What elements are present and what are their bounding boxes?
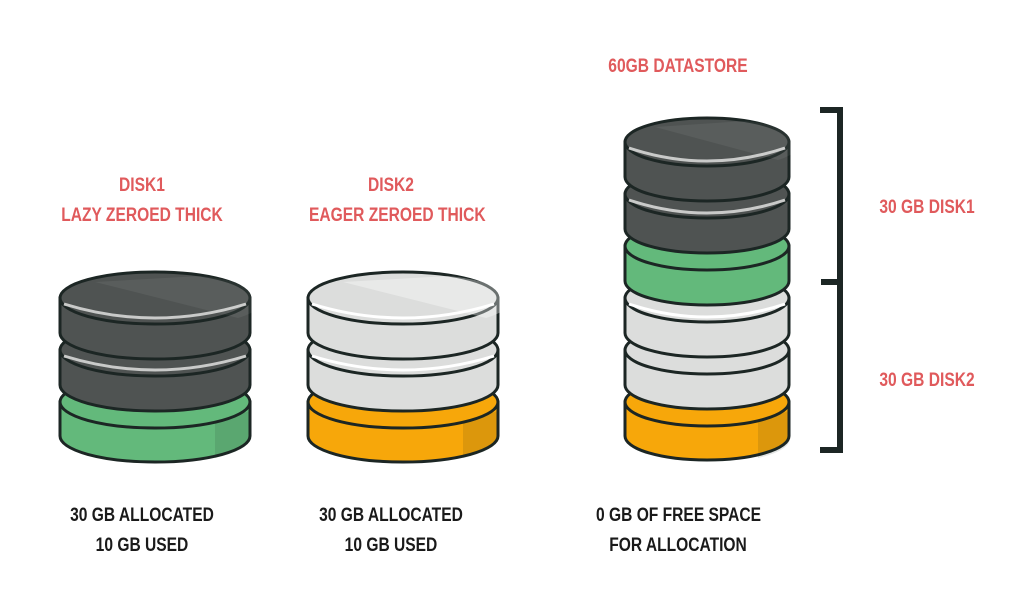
disk2-top-segment <box>306 270 511 361</box>
disk2-caption-allocated: 30 GB ALLOCATED <box>319 505 463 526</box>
bracket-label-disk2: 30 GB DISK2 <box>879 370 975 391</box>
disk1-title: DISK1 <box>119 175 165 196</box>
disk1-stack <box>58 270 263 464</box>
disk1-caption-used: 10 GB USED <box>95 535 189 556</box>
disk2-subtitle: EAGER ZEROED THICK <box>309 205 486 226</box>
disk2-title: DISK2 <box>368 175 414 196</box>
disk2-stack <box>306 270 511 464</box>
datastore-title: 60GB DATASTORE <box>608 56 748 77</box>
datastore-caption-free: 0 GB OF FREE SPACE <box>596 505 762 526</box>
datastore-caption-allocation: FOR ALLOCATION <box>609 535 747 556</box>
disk1-subtitle: LAZY ZEROED THICK <box>61 205 223 226</box>
disk1-top-segment <box>58 270 263 361</box>
datastore-disk1-segment-1 <box>623 116 800 203</box>
bracket-label-disk1: 30 GB DISK1 <box>879 197 975 218</box>
datastore-stack <box>623 116 800 462</box>
disk2-caption-used: 10 GB USED <box>344 535 438 556</box>
disk1-caption-allocated: 30 GB ALLOCATED <box>70 505 214 526</box>
datastore-bracket <box>820 107 843 453</box>
